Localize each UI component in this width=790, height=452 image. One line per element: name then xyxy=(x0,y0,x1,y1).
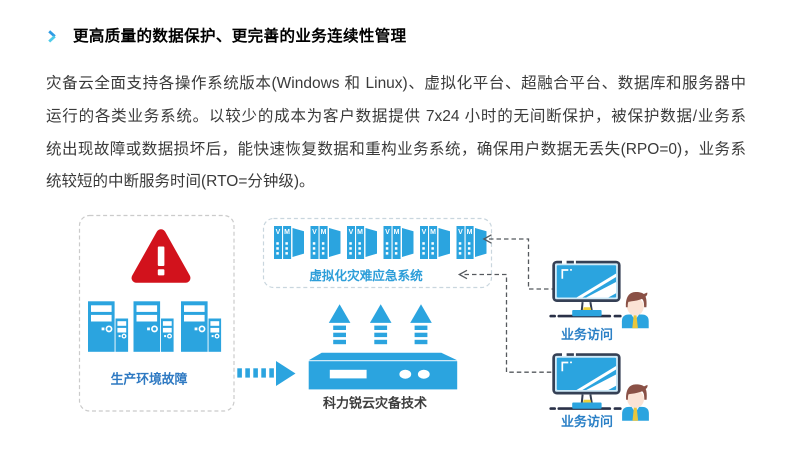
svg-text:业务访问: 业务访问 xyxy=(561,414,613,429)
svg-text:科力锐云灾备技术: 科力锐云灾备技术 xyxy=(323,396,427,411)
svg-text:虚拟化灾难应急系统: 虚拟化灾难应急系统 xyxy=(309,268,423,283)
svg-text:业务访问: 业务访问 xyxy=(561,327,613,342)
svg-text:生产环境故障: 生产环境故障 xyxy=(111,372,188,387)
